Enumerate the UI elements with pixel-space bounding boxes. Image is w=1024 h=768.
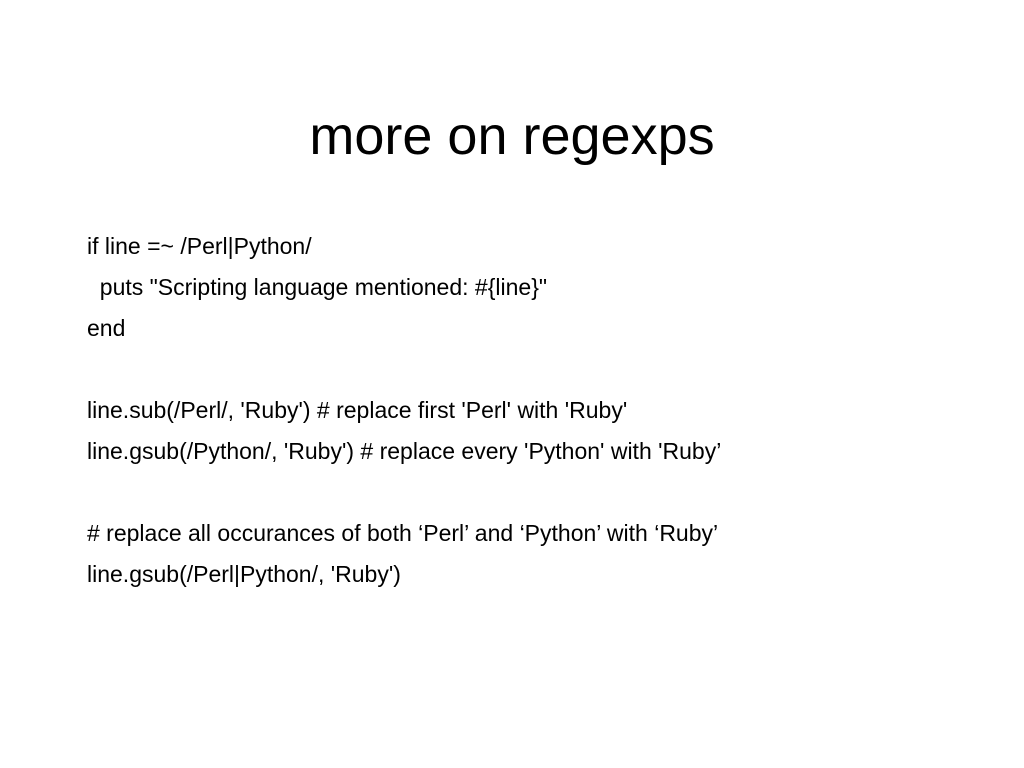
blank-line	[87, 472, 987, 513]
comment-line: # replace all occurances of both ‘Perl’ …	[87, 520, 719, 546]
blank-line	[87, 349, 987, 390]
code-line-if: if line =~ /Perl|Python/	[87, 233, 312, 259]
code-line-sub: line.sub(/Perl/, 'Ruby') # replace first…	[87, 397, 628, 423]
code-line-gsub-python: line.gsub(/Python/, 'Ruby') # replace ev…	[87, 438, 722, 464]
slide-body: if line =~ /Perl|Python/ puts "Scripting…	[87, 226, 987, 595]
code-line-puts: puts "Scripting language mentioned: #{li…	[87, 274, 548, 300]
code-line-end: end	[87, 315, 126, 341]
code-line-gsub-perl-python: line.gsub(/Perl|Python/, 'Ruby')	[87, 561, 401, 587]
slide-title: more on regexps	[309, 106, 715, 166]
